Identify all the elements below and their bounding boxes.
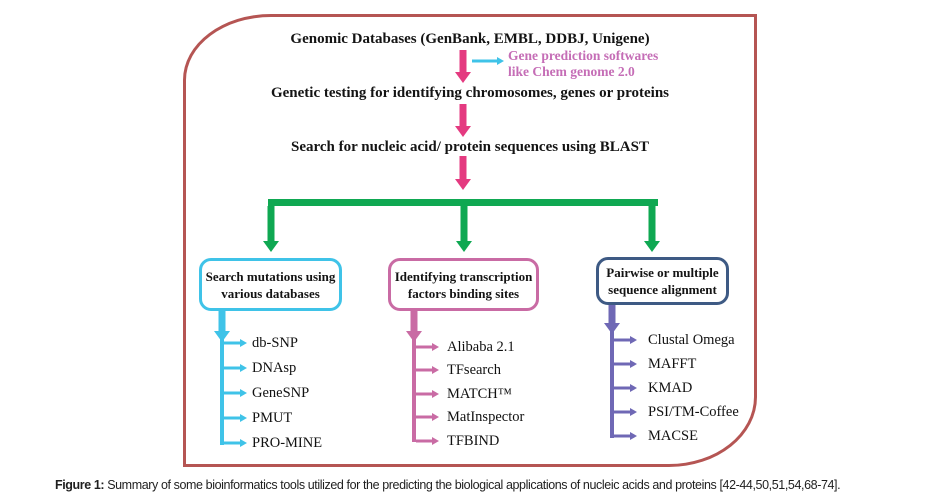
tool-item-arrow-icon: [416, 341, 439, 353]
branch-box-alignment-line-1: Pairwise or multiple: [606, 265, 719, 280]
branch-box-mutations-line-1: Search mutations using: [205, 268, 336, 284]
tool-item-arrow-icon: [416, 364, 439, 376]
flow-step-genomic-databases: Genomic Databases (GenBank, EMBL, DDBJ, …: [290, 31, 650, 47]
tool-item-label: PSI/TM-Coffee: [648, 404, 739, 420]
tool-item-label: PRO-MINE: [252, 435, 323, 451]
tool-item-label: MatInspector: [447, 409, 525, 425]
side-note-line-1: Gene prediction softwares: [508, 48, 659, 63]
tool-item-arrow-icon: [224, 337, 247, 349]
tool-item-label: MATCH™: [447, 386, 512, 402]
tool-item-label: PMUT: [252, 410, 293, 426]
tool-item-arrow-icon: [416, 411, 439, 423]
figure-caption-label: Figure 1:: [55, 478, 105, 492]
tool-item-label: DNAsp: [252, 360, 297, 376]
tool-item-label: KMAD: [648, 380, 693, 396]
tool-item-arrow-icon: [416, 435, 439, 447]
tool-item-label: TFBIND: [447, 433, 500, 449]
tool-item-arrow-icon: [224, 412, 247, 424]
tool-item-arrow-icon: [614, 334, 637, 346]
tool-item-label: MACSE: [648, 428, 698, 444]
tool-item-arrow-icon: [614, 430, 637, 442]
flow-step-genetic-testing: Genetic testing for identifying chromoso…: [270, 85, 670, 101]
branch-box-mutations-line-2: various databases: [221, 285, 320, 301]
branch-box-transcription-line-1: Identifying transcription: [394, 268, 533, 284]
figure-caption: Figure 1:Summary of some bioinformatics …: [55, 478, 841, 492]
tool-item-arrow-icon: [614, 382, 637, 394]
figure-caption-text: Summary of some bioinformatics tools uti…: [107, 478, 841, 492]
flow-step-blast-search: Search for nucleic acid/ protein sequenc…: [291, 139, 649, 155]
distribution-arrow-left-icon: [263, 206, 279, 252]
flow-down-arrow-2-icon: [455, 104, 471, 137]
tool-list-middle-trunk: [412, 311, 416, 442]
side-branch-arrow-icon: [472, 55, 504, 67]
figure-border-frame: [183, 14, 757, 467]
distribution-bar: [268, 199, 658, 206]
side-note-gene-prediction: Gene prediction softwares like Chem geno…: [508, 48, 658, 80]
distribution-arrow-right-icon: [644, 206, 660, 252]
tool-list-left-trunk: [220, 311, 224, 445]
distribution-arrow-center-icon: [456, 206, 472, 252]
tool-list-right-trunk: [610, 305, 614, 438]
tool-item-arrow-icon: [416, 388, 439, 400]
tool-item-arrow-icon: [224, 362, 247, 374]
tool-item-arrow-icon: [224, 437, 247, 449]
tool-item-label: MAFFT: [648, 356, 697, 372]
flow-down-arrow-1-icon: [455, 50, 471, 83]
tool-item-arrow-icon: [614, 358, 637, 370]
tool-item-arrow-icon: [614, 406, 637, 418]
branch-box-alignment-line-2: sequence alignment: [608, 282, 717, 297]
branch-box-alignment: Pairwise or multiple sequence alignment: [596, 257, 729, 305]
side-note-line-2: like Chem genome 2.0: [508, 64, 635, 79]
branch-box-mutations: Search mutations using various databases: [199, 258, 342, 311]
tool-item-label: Clustal Omega: [648, 332, 735, 348]
tool-item-label: TFsearch: [447, 362, 501, 378]
tool-item-label: db-SNP: [252, 335, 298, 351]
branch-box-transcription-line-2: factors binding sites: [407, 285, 520, 301]
tool-item-label: Alibaba 2.1: [447, 339, 515, 355]
branch-box-transcription: Identifying transcription factors bindin…: [388, 258, 539, 311]
tool-item-label: GeneSNP: [252, 385, 310, 401]
tool-item-arrow-icon: [224, 387, 247, 399]
flow-down-arrow-3-icon: [455, 156, 471, 190]
